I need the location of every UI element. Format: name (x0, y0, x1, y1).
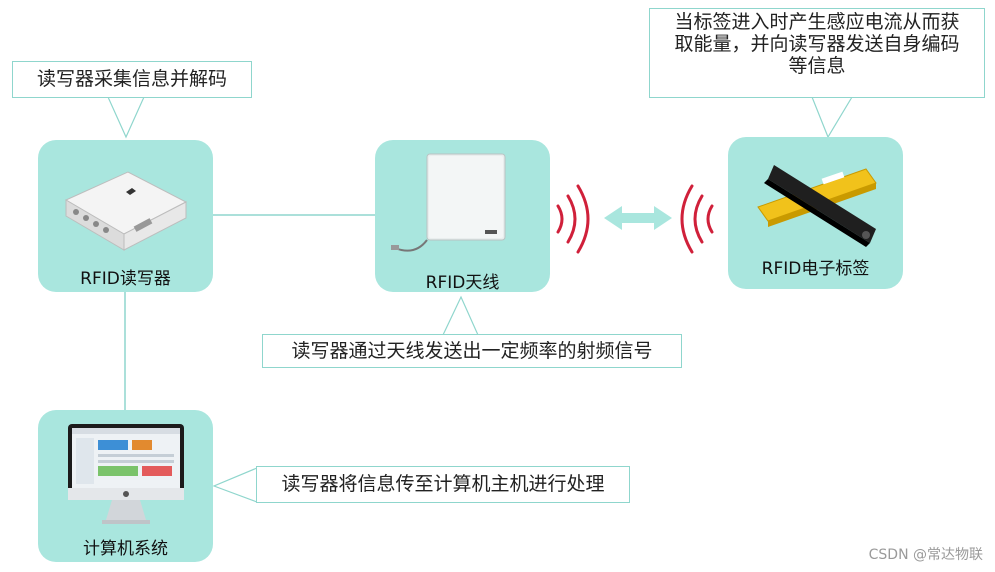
reader-callout: 读写器采集信息并解码 (12, 61, 252, 98)
reader-callout-pointer (107, 96, 145, 139)
rfid-antenna-node: RFID天线 (375, 140, 550, 293)
computer-label: 计算机系统 (83, 539, 168, 559)
tag-signal-waves (680, 184, 714, 254)
tag-callout-line-3: 等信息 (788, 55, 846, 77)
rfid-reader-image (64, 171, 188, 251)
rfid-antenna-image (391, 153, 506, 252)
bidirectional-arrow (604, 206, 672, 230)
antenna-signal-waves (556, 184, 590, 254)
rfid-reader-label: RFID读写器 (80, 269, 171, 289)
rfid-antenna-label: RFID天线 (425, 273, 500, 293)
rfid-tag-image (757, 165, 877, 247)
watermark: CSDN @常达物联 (868, 547, 983, 563)
antenna-callout-pointer (442, 295, 479, 336)
rfid-tag-node: RFID电子标签 (728, 137, 903, 289)
rfid-tag-label: RFID电子标签 (761, 259, 870, 279)
tag-callout: 当标签进入时产生感应电流从而获 取能量，并向读写器发送自身编码 等信息 (649, 8, 985, 98)
antenna-callout: 读写器通过天线发送出一定频率的射频信号 (262, 334, 682, 368)
computer-callout: 读写器将信息传至计算机主机进行处理 (256, 466, 630, 503)
tag-callout-line-2: 取能量，并向读写器发送自身编码 (674, 33, 960, 55)
tag-callout-line-1: 当标签进入时产生感应电流从而获 (674, 11, 960, 33)
computer-node: 计算机系统 (38, 410, 213, 562)
rfid-reader-node: RFID读写器 (38, 140, 213, 292)
tag-callout-pointer (811, 96, 854, 139)
computer-image (68, 424, 184, 524)
computer-callout-pointer (212, 467, 258, 503)
